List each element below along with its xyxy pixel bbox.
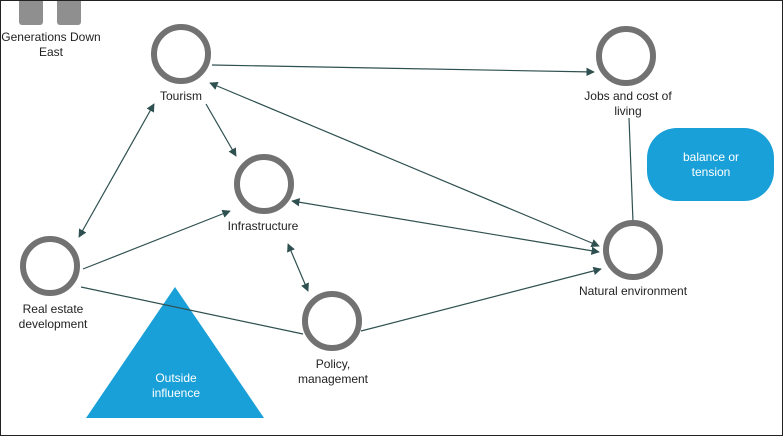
outside-influence-shape — [86, 287, 264, 418]
edge-tourism-jobs — [211, 64, 595, 77]
edge-realestate-policy — [80, 286, 304, 335]
tourism-label: Tourism — [159, 89, 202, 103]
edge-infrastructure-policy — [287, 243, 309, 292]
jobs-label: Jobs and cost of living — [584, 89, 672, 118]
real-estate-label: Real estate development — [18, 302, 88, 331]
policy-label: Policy, management — [297, 357, 369, 386]
natural-environment-label: Natural environment — [578, 284, 688, 298]
infrastructure-label: Infrastructure — [227, 219, 299, 233]
balance-tension-shape — [647, 128, 774, 201]
node-infrastructure-circle[interactable] — [234, 154, 294, 214]
group-label: Generations Down East — [1, 30, 101, 59]
node-policy-circle[interactable] — [302, 291, 362, 351]
group-icon-left — [19, 1, 43, 25]
node-realestate-circle[interactable] — [20, 236, 80, 296]
outside-influence-label: Outside influence — [151, 371, 201, 400]
balance-tension-label: balance or tension — [682, 150, 740, 179]
group-icon-right — [57, 1, 81, 25]
node-jobs-circle[interactable] — [596, 26, 656, 86]
edge-tourism-infrastructure — [205, 103, 237, 157]
edge-realestate-tourism — [78, 103, 155, 238]
edge-jobs-natural — [628, 117, 634, 223]
edge-realestate-infrastructure — [82, 209, 231, 270]
edge-infrastructure-natural — [291, 198, 600, 255]
edge-policy-natural — [360, 266, 602, 332]
node-natural-circle[interactable] — [603, 220, 663, 280]
node-tourism-circle[interactable] — [151, 24, 211, 84]
